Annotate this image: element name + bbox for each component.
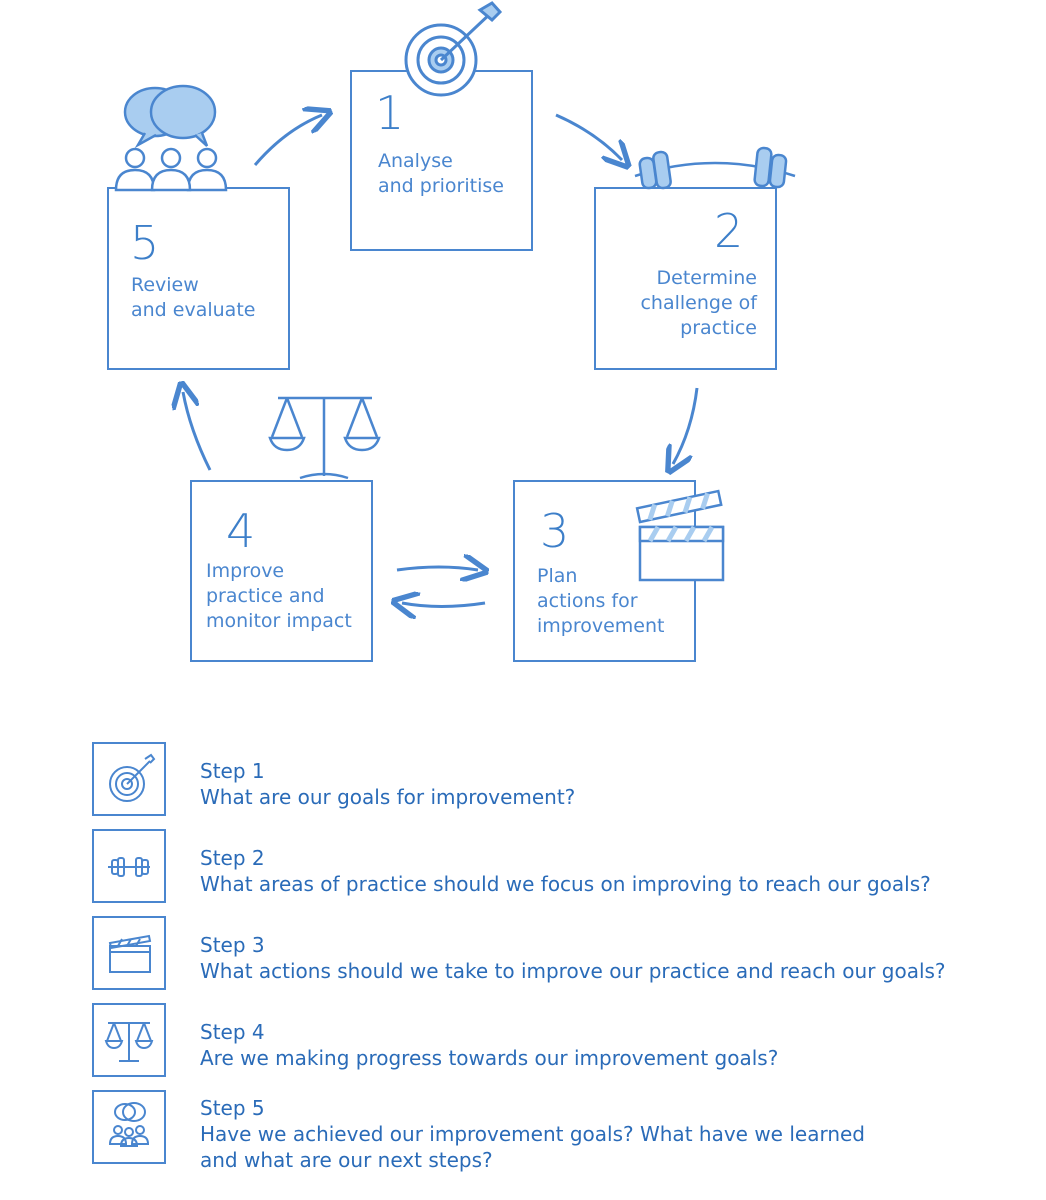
- step-question: Have we achieved our improvement goals? …: [200, 1122, 865, 1172]
- arrow-4-to-5: [183, 392, 212, 471]
- node-number: 2: [714, 204, 744, 258]
- node-label: Review and evaluate: [131, 274, 256, 321]
- step-question: What areas of practice should we focus o…: [200, 872, 931, 896]
- step-1-icon-box: [92, 742, 166, 816]
- node-5: [107, 187, 290, 370]
- step-title: Step 5: [200, 1096, 265, 1120]
- scales-icon: [268, 396, 381, 480]
- node-label: Analyse and prioritise: [378, 150, 504, 197]
- node-number: 5: [130, 216, 160, 270]
- arrow-5-to-1: [253, 115, 322, 166]
- step-title: Step 1: [200, 759, 265, 783]
- discussion-group-icon: [114, 84, 228, 192]
- arrow-2-to-3: [673, 387, 699, 464]
- clapperboard-icon: [108, 934, 152, 973]
- step-4-icon-box: [92, 1003, 166, 1077]
- target-icon: [109, 753, 156, 802]
- step-2-icon-box: [92, 829, 166, 903]
- step-5-icon-box: [92, 1090, 166, 1164]
- step-title: Step 2: [200, 846, 265, 870]
- node-1: [350, 70, 533, 251]
- node-label: Improve practice and monitor impact: [206, 560, 352, 632]
- node-4: [190, 480, 373, 662]
- arrow-4-to-3: [396, 567, 478, 570]
- node-label: Determine challenge of practice: [640, 267, 757, 339]
- step-question: What are our goals for improvement?: [200, 785, 576, 809]
- step-question: What actions should we take to improve o…: [200, 959, 946, 983]
- discussion-group-icon: [108, 1102, 150, 1147]
- node-label: Plan actions for improvement: [537, 565, 665, 637]
- step-title: Step 3: [200, 933, 265, 957]
- dumbbell-icon: [634, 146, 796, 190]
- node-number: 3: [540, 504, 570, 558]
- scales-icon: [104, 1022, 154, 1062]
- target-icon: [404, 1, 503, 97]
- node-2: [594, 187, 777, 370]
- node-number: 4: [226, 504, 256, 558]
- step-question: Are we making progress towards our impro…: [200, 1046, 779, 1070]
- dumbbell-icon: [108, 857, 150, 877]
- node-number: 1: [375, 86, 405, 140]
- arrow-3-to-4: [402, 603, 486, 607]
- step-title: Step 4: [200, 1020, 265, 1044]
- step-3-icon-box: [92, 916, 166, 990]
- arrow-1-to-2: [555, 113, 622, 160]
- clapperboard-icon: [635, 489, 725, 582]
